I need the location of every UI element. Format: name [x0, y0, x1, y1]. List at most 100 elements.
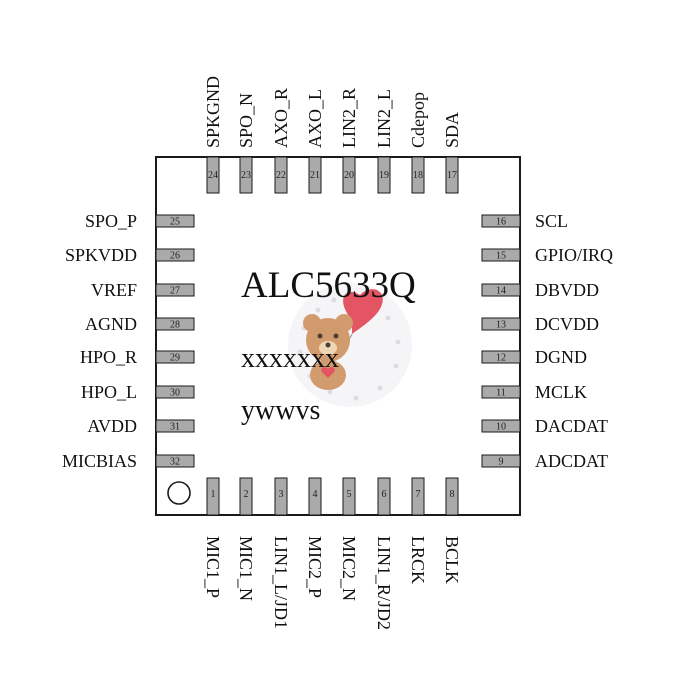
pin-label: LIN1_L/JD1 — [271, 536, 291, 629]
pin-pad-bottom-0 — [206, 477, 220, 516]
pin-label: GPIO/IRQ — [535, 245, 613, 265]
pin-pad-top-4 — [342, 156, 356, 194]
pin-pad-right-5 — [481, 385, 521, 399]
pin-pad-top-2 — [274, 156, 288, 194]
pin-pad-top-1 — [239, 156, 253, 194]
pin-number: 29 — [170, 353, 180, 364]
pin-number: 27 — [170, 286, 180, 297]
pin-number: 25 — [170, 217, 180, 228]
pin-pad-bottom-1 — [239, 477, 253, 516]
pin-label: LIN2_R — [339, 88, 359, 148]
pin-number: 11 — [496, 388, 506, 399]
pin-pad-bottom-5 — [377, 477, 391, 516]
pin-number: 4 — [313, 489, 318, 500]
pin-number: 24 — [208, 170, 218, 181]
pin-label: LIN2_L — [374, 89, 394, 148]
pin-pad-left-7 — [155, 454, 195, 468]
pin-pad-right-1 — [481, 248, 521, 262]
pin-number: 12 — [496, 353, 506, 364]
pin-pad-top-0 — [206, 156, 220, 194]
pin-number: 6 — [382, 489, 387, 500]
pin-number: 14 — [496, 286, 506, 297]
pin-number: 21 — [310, 170, 320, 181]
pin-pad-right-6 — [481, 419, 521, 433]
pin-label: MICBIAS — [62, 451, 137, 471]
pin-number: 28 — [170, 320, 180, 331]
pin-pad-right-2 — [481, 283, 521, 297]
pin-label: SPKVDD — [65, 245, 137, 265]
pin-number: 1 — [211, 489, 216, 500]
pin-pad-left-0 — [155, 214, 195, 228]
pin-label: SPKGND — [203, 76, 223, 148]
pin-label: DACDAT — [535, 416, 608, 436]
pin-number: 3 — [279, 489, 284, 500]
pin-label: DBVDD — [535, 280, 599, 300]
pin-pad-bottom-2 — [274, 477, 288, 516]
pin-pad-left-5 — [155, 385, 195, 399]
pin-label: LIN1_R/JD2 — [374, 536, 394, 630]
pin-label: SDA — [442, 112, 462, 148]
pin-number: 18 — [413, 170, 423, 181]
pin-label: AGND — [85, 314, 137, 334]
pin-number: 8 — [450, 489, 455, 500]
pin-label: HPO_L — [81, 382, 137, 402]
pin-pad-right-0 — [481, 214, 521, 228]
chip-lot-code: xxxxxxx — [241, 343, 339, 374]
pin-pad-right-3 — [481, 317, 521, 331]
pin-number: 15 — [496, 251, 506, 262]
pin-label: DCVDD — [535, 314, 599, 334]
pin-pad-top-6 — [411, 156, 425, 194]
pin-label: SPO_P — [85, 211, 137, 231]
pin-label: VREF — [91, 280, 137, 300]
pin-number: 5 — [347, 489, 352, 500]
chip-date-code: ywwvs — [241, 395, 320, 426]
pin-label: ADCDAT — [535, 451, 608, 471]
pins-layer: 25SPO_P26SPKVDD27VREF28AGND29HPO_R30HPO_… — [62, 76, 613, 630]
pin-label: AXO_R — [271, 88, 291, 148]
pin-label: LRCK — [408, 536, 428, 584]
pin-number: 13 — [496, 320, 506, 331]
pin-label: MIC2_P — [305, 536, 325, 598]
pin-pad-top-7 — [445, 156, 459, 194]
pin-label: BCLK — [442, 536, 462, 584]
pin-pad-bottom-3 — [308, 477, 322, 516]
pin-pad-left-2 — [155, 283, 195, 297]
pin-number: 19 — [379, 170, 389, 181]
pin-number: 2 — [244, 489, 249, 500]
pin-label: DGND — [535, 347, 587, 367]
pin-pad-left-4 — [155, 350, 195, 364]
bear-watermark-icon — [288, 283, 412, 407]
pin-number: 32 — [170, 457, 180, 468]
pin-number: 31 — [170, 422, 180, 433]
pin-label: MIC1_P — [203, 536, 223, 598]
pin-number: 7 — [416, 489, 421, 500]
pin-number: 10 — [496, 422, 506, 433]
pin-label: MIC2_N — [339, 536, 359, 601]
pin-number: 22 — [276, 170, 286, 181]
pin-number: 16 — [496, 217, 506, 228]
pin-pad-left-3 — [155, 317, 195, 331]
pin-label: AXO_L — [305, 89, 325, 148]
pin-pad-left-6 — [155, 419, 195, 433]
pin-number: 30 — [170, 388, 180, 399]
pin-pad-right-4 — [481, 350, 521, 364]
pin-number: 26 — [170, 251, 180, 262]
pin-number: 17 — [447, 170, 457, 181]
pin-number: 9 — [499, 457, 504, 468]
pin-pad-bottom-4 — [342, 477, 356, 516]
pin-pad-top-3 — [308, 156, 322, 194]
pin-pad-right-7 — [481, 454, 521, 468]
pin-pad-bottom-6 — [411, 477, 425, 516]
pin-label: SCL — [535, 211, 568, 231]
pin-label: AVDD — [87, 416, 137, 436]
pin-label: Cdepop — [408, 92, 428, 148]
pin-pad-bottom-7 — [445, 477, 459, 516]
chip-part-number: ALC5633Q — [241, 265, 416, 306]
pin-number: 23 — [241, 170, 251, 181]
pin-number: 20 — [344, 170, 354, 181]
pin-label: MIC1_N — [236, 536, 256, 601]
pin1-marker-circle — [167, 481, 191, 505]
pin-pad-left-1 — [155, 248, 195, 262]
pin-pad-top-5 — [377, 156, 391, 194]
